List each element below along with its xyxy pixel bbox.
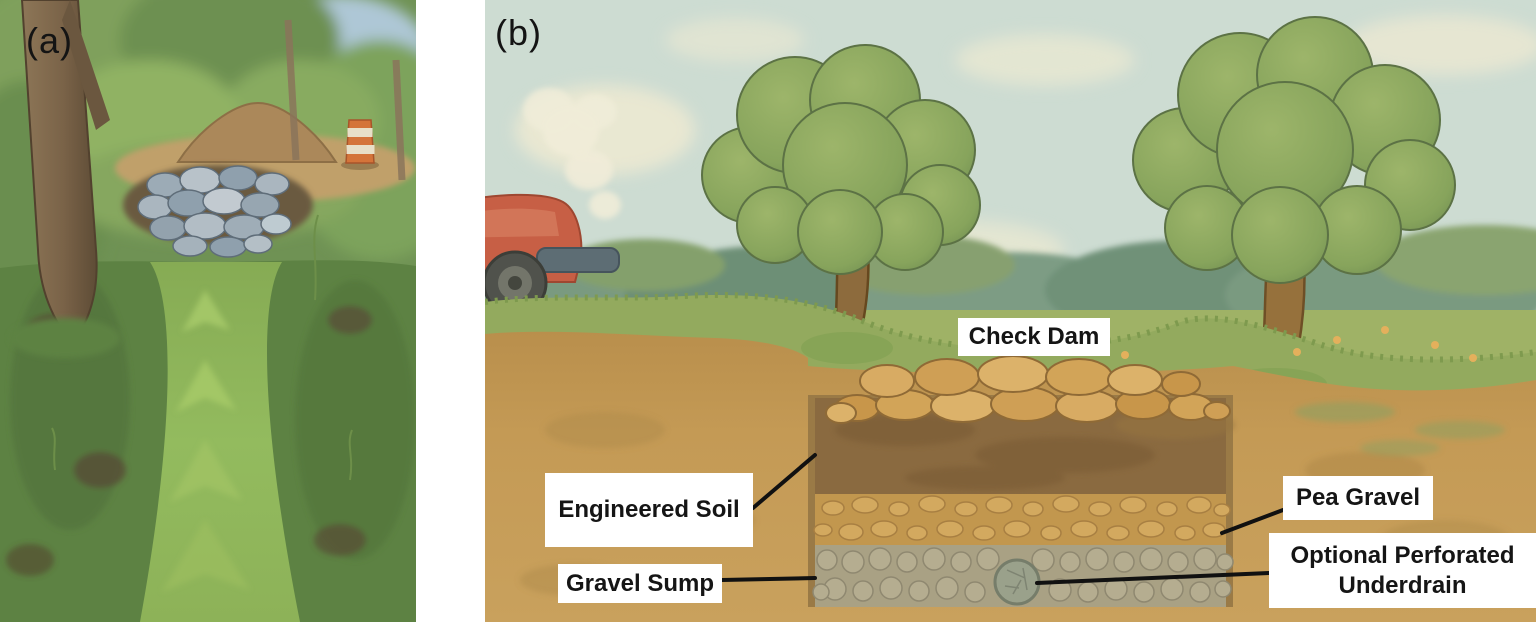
background-thin-trunks <box>284 19 406 181</box>
truck-bumper <box>536 247 620 273</box>
leader-lines <box>720 453 1285 585</box>
pea-gravel-stones <box>813 495 1231 541</box>
panel-b-scene <box>485 0 1536 622</box>
tree-left-canopy <box>701 44 981 275</box>
panel-b-tag: (b) <box>495 12 542 53</box>
leader-pea-gravel <box>1220 508 1285 535</box>
label-optional-perforated-underdrain: Optional Perforated Underdrain <box>1269 533 1536 608</box>
trench-cross-section <box>808 395 1235 607</box>
panel-a-tag: (a) <box>26 20 73 61</box>
label-gravel-sump: Gravel Sump <box>558 564 722 603</box>
grass-flowers <box>1121 326 1477 362</box>
label-engineered-soil: Engineered Soil <box>545 473 753 547</box>
foreground-tree-trunk <box>10 0 120 358</box>
rock-check-dam <box>123 165 313 258</box>
tree-right-canopy <box>1132 16 1456 284</box>
exhaust-smoke <box>523 88 621 219</box>
panel-b-cross-section: (b) Check Dam Engineered Soil Gravel Sum… <box>485 0 1536 622</box>
traffic-barrel <box>341 119 379 170</box>
check-dam-rocks <box>825 355 1231 424</box>
perforated-underdrain-pipe <box>993 558 1041 606</box>
tree-left <box>701 44 981 350</box>
tree-right <box>1132 16 1456 384</box>
gravel-sump-stones <box>812 547 1234 603</box>
panel-a-scene <box>0 0 416 622</box>
label-pea-gravel: Pea Gravel <box>1283 476 1433 520</box>
leader-gravel-sump <box>720 576 817 582</box>
panel-a-illustration: (a) <box>0 0 416 622</box>
leader-engineered-soil <box>751 453 817 510</box>
label-check-dam: Check Dam <box>958 318 1110 356</box>
leader-underdrain <box>1035 571 1271 585</box>
